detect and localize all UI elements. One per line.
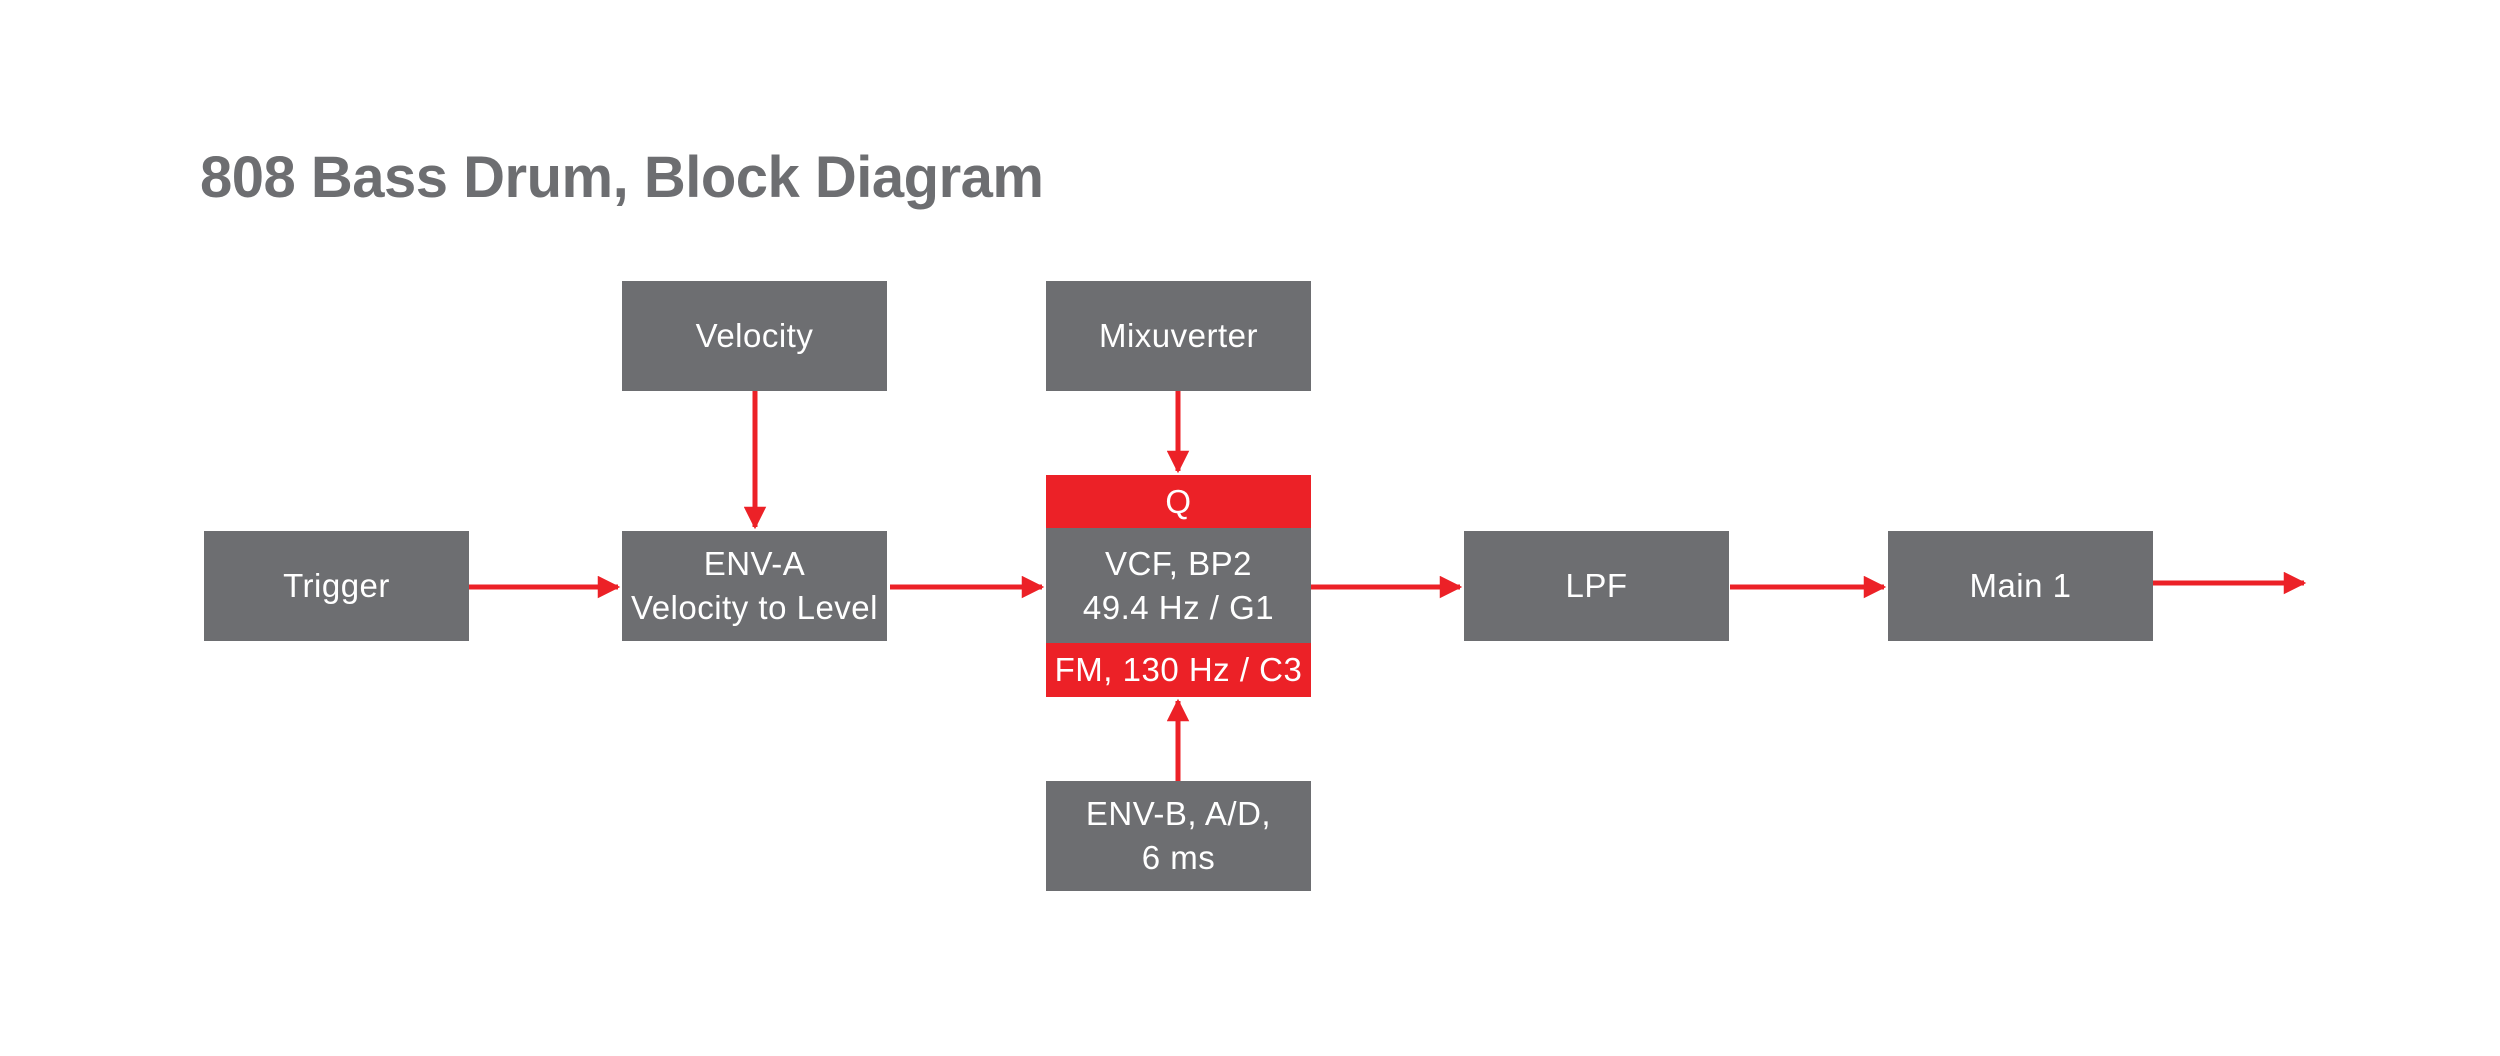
node-velocity: Velocity: [622, 281, 887, 391]
node-trigger: Trigger: [204, 531, 469, 641]
node-vcf-label-line1: VCF, BP2: [1104, 544, 1253, 582]
node-env-a-label-line1: ENV-A: [703, 545, 806, 582]
node-lpf: LPF: [1464, 531, 1729, 641]
node-env-a-label-line2: Velocity to Level: [631, 589, 878, 626]
node-vcf-q-label: Q: [1165, 482, 1192, 520]
node-vcf-fm-band: FM, 130 Hz / C3: [1046, 643, 1311, 697]
node-main-1: Main 1: [1888, 531, 2153, 641]
node-env-b-label-line1: ENV-B, A/D,: [1085, 795, 1272, 832]
node-mixuverter: Mixuverter: [1046, 281, 1311, 391]
node-env-a: ENV-A Velocity to Level: [622, 531, 887, 641]
node-velocity-label: Velocity: [695, 317, 814, 354]
node-env-b-label-line2: 6 ms: [1141, 839, 1216, 876]
node-main-1-label: Main 1: [1969, 567, 2072, 604]
node-vcf-label-line2: 49.4 Hz / G1: [1082, 588, 1275, 626]
node-lpf-label: LPF: [1565, 567, 1628, 604]
node-vcf: VCF, BP2 49.4 Hz / G1: [1046, 528, 1311, 643]
node-vcf-q-band: Q: [1046, 475, 1311, 528]
node-mixuverter-label: Mixuverter: [1098, 317, 1259, 354]
page-title: 808 Bass Drum, Block Diagram: [200, 145, 1044, 210]
node-vcf-stack: Q VCF, BP2 49.4 Hz / G1 FM, 130 Hz / C3: [1046, 475, 1311, 697]
node-trigger-label: Trigger: [283, 567, 390, 604]
node-env-b: ENV-B, A/D, 6 ms: [1046, 781, 1311, 891]
node-vcf-fm-label: FM, 130 Hz / C3: [1054, 651, 1303, 688]
